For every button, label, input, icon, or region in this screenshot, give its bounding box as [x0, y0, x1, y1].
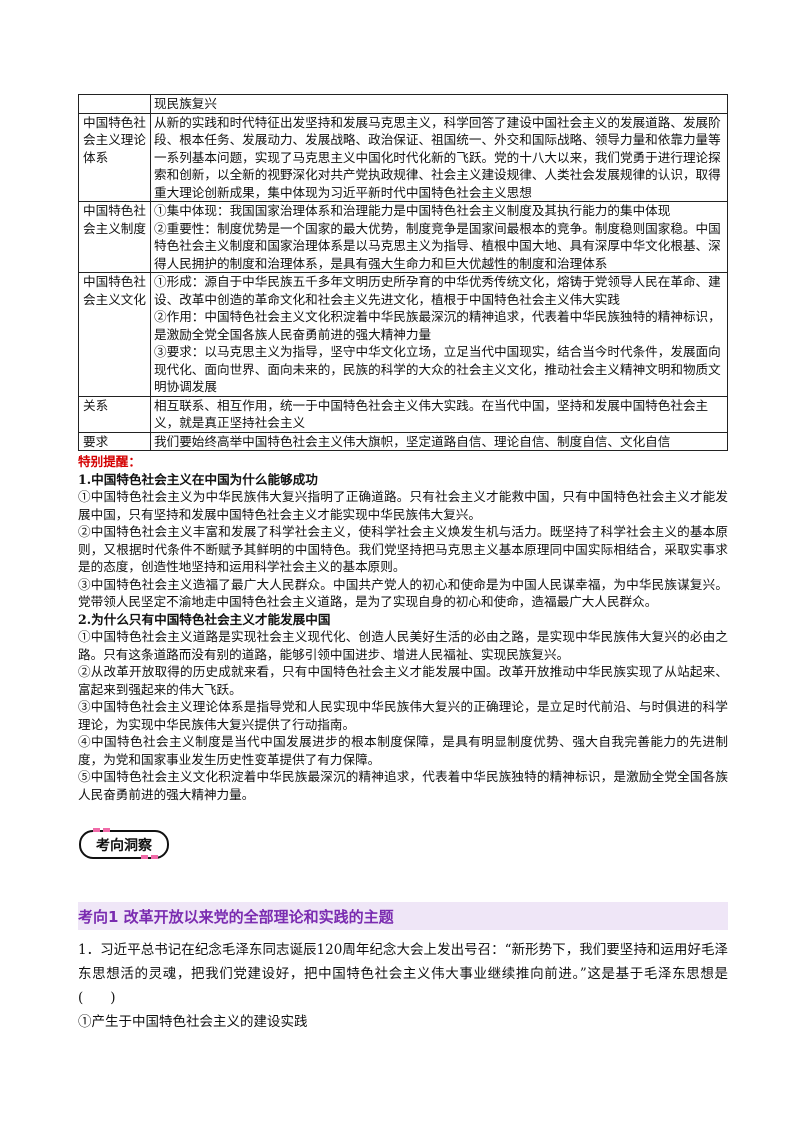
section-title: 考向1 改革开放以来党的全部理论和实践的主题: [78, 908, 394, 926]
table-row: 要求 我们要始终高举中国特色社会主义伟大旗帜，坚定道路自信、理论自信、制度自信、…: [78, 431, 728, 451]
section-title-bar: 考向1 改革开放以来党的全部理论和实践的主题: [78, 902, 728, 930]
table-cell-label: 中国特色社会主义制度: [78, 201, 151, 273]
table-cell-content: 我们要始终高举中国特色社会主义伟大旗帜，坚定道路自信、理论自信、制度自信、文化自…: [150, 431, 728, 451]
table-cell-label: 中国特色社会主义文化: [78, 272, 151, 397]
special-reminder: 特别提醒： 1.中国特色社会主义在中国为什么能够成功 ①中国特色社会主义为中华民…: [78, 453, 728, 803]
table-cell-label: 关系: [78, 395, 151, 433]
cell-paragraph: ①形成：源自于中华民族五千多年文明历史所孕育的中华优秀传统文化，熔铸于党领导人民…: [154, 274, 721, 307]
reminder-item: ②中国特色社会主义丰富和发展了科学社会主义，使科学社会主义焕发生机与活力。既坚持…: [78, 524, 728, 574]
table-row: 中国特色社会主义制度 ①集中体现：我国国家治理体系和治理能力是中国特色社会主义制…: [78, 201, 728, 273]
reminder-heading: 特别提醒：: [78, 454, 141, 469]
table-cell-label: 要求: [78, 431, 151, 451]
reminder-item: ③中国特色社会主义理论体系是指导党和人民实现中华民族伟大复兴的正确理论，是立足时…: [78, 699, 728, 732]
question-stem: 1．习近平总书记在纪念毛泽东同志诞辰120周年纪念大会上发出号召：“新形势下，我…: [78, 942, 728, 1006]
table-row: 中国特色社会主义理论体系 从新的实践和时代特征出发坚持和发展马克思主义，科学回答…: [78, 112, 728, 202]
exam-insight-badge: 考向洞察: [79, 828, 171, 860]
cell-paragraph: ③要求：以马克思主义为指导，坚守中华文化立场，立足当代中国现实，结合当今时代条件…: [154, 344, 721, 394]
table-cell-label: 中国特色社会主义理论体系: [78, 112, 151, 202]
question-option: ①产生于中国特色社会主义的建设实践: [78, 1014, 308, 1030]
reminder-item: ①中国特色社会主义为中华民族伟大复兴指明了正确道路。只有社会主义才能救中国，只有…: [78, 489, 728, 522]
cell-paragraph: ②作用：中国特色社会主义文化积淀着中华民族最深沉的精神追求，代表着中华民族独特的…: [154, 309, 721, 342]
knowledge-table: 现民族复兴 中国特色社会主义理论体系 从新的实践和时代特征出发坚持和发展马克思主…: [78, 94, 728, 451]
table-cell-content: 相互联系、相互作用，统一于中国特色社会主义伟大实践。在当代中国，坚持和发展中国特…: [150, 395, 728, 433]
cell-paragraph: ②重要性：制度优势是一个国家的最大优势，制度竞争是国家间最根本的竞争。制度稳则国…: [154, 220, 721, 271]
table-row: 中国特色社会主义文化 ①形成：源自于中华民族五千多年文明历史所孕育的中华优秀传统…: [78, 272, 728, 397]
table-cell-content: ①形成：源自于中华民族五千多年文明历史所孕育的中华优秀传统文化，熔铸于党领导人民…: [150, 272, 728, 397]
reminder-item: ④中国特色社会主义制度是当代中国发展进步的根本制度保障，是具有明显制度优势、强大…: [78, 734, 728, 767]
question-block: 1．习近平总书记在纪念毛泽东同志诞辰120周年纪念大会上发出号召：“新形势下，我…: [78, 938, 728, 1034]
reminder-item: ①中国特色社会主义道路是实现社会主义现代化、创造人民美好生活的必由之路，是实现中…: [78, 629, 728, 662]
reminder-item: ②从改革开放取得的历史成就来看，只有中国特色社会主义才能发展中国。改革开放推动中…: [78, 664, 728, 697]
cell-paragraph: ①集中体现：我国国家治理体系和治理能力是中国特色社会主义制度及其执行能力的集中体…: [154, 203, 671, 218]
table-row: 现民族复兴: [78, 94, 728, 114]
reminder-question-title: 1.中国特色社会主义在中国为什么能够成功: [78, 471, 318, 487]
document-page: 现民族复兴 中国特色社会主义理论体系 从新的实践和时代特征出发坚持和发展马克思主…: [78, 94, 728, 803]
table-cell-content: 从新的实践和时代特征出发坚持和发展马克思主义，科学回答了建设中国社会主义的发展道…: [150, 112, 728, 202]
table-row: 关系 相互联系、相互作用，统一于中国特色社会主义伟大实践。在当代中国，坚持和发展…: [78, 395, 728, 433]
badge-label: 考向洞察: [96, 837, 153, 854]
reminder-item: ⑤中国特色社会主义文化积淀着中华民族最深沉的精神追求，代表着中华民族独特的精神标…: [78, 769, 728, 802]
reminder-item: ③中国特色社会主义造福了最广大人民群众。中国共产党人的初心和使命是为中国人民谋幸…: [78, 576, 728, 610]
badge-frame-icon: 考向洞察: [79, 828, 169, 859]
reminder-question-title: 2.为什么只有中国特色社会主义才能发展中国: [78, 611, 331, 627]
table-cell-content: 现民族复兴: [150, 94, 728, 114]
table-cell-label: [78, 94, 151, 114]
table-cell-content: ①集中体现：我国国家治理体系和治理能力是中国特色社会主义制度及其执行能力的集中体…: [150, 201, 728, 273]
